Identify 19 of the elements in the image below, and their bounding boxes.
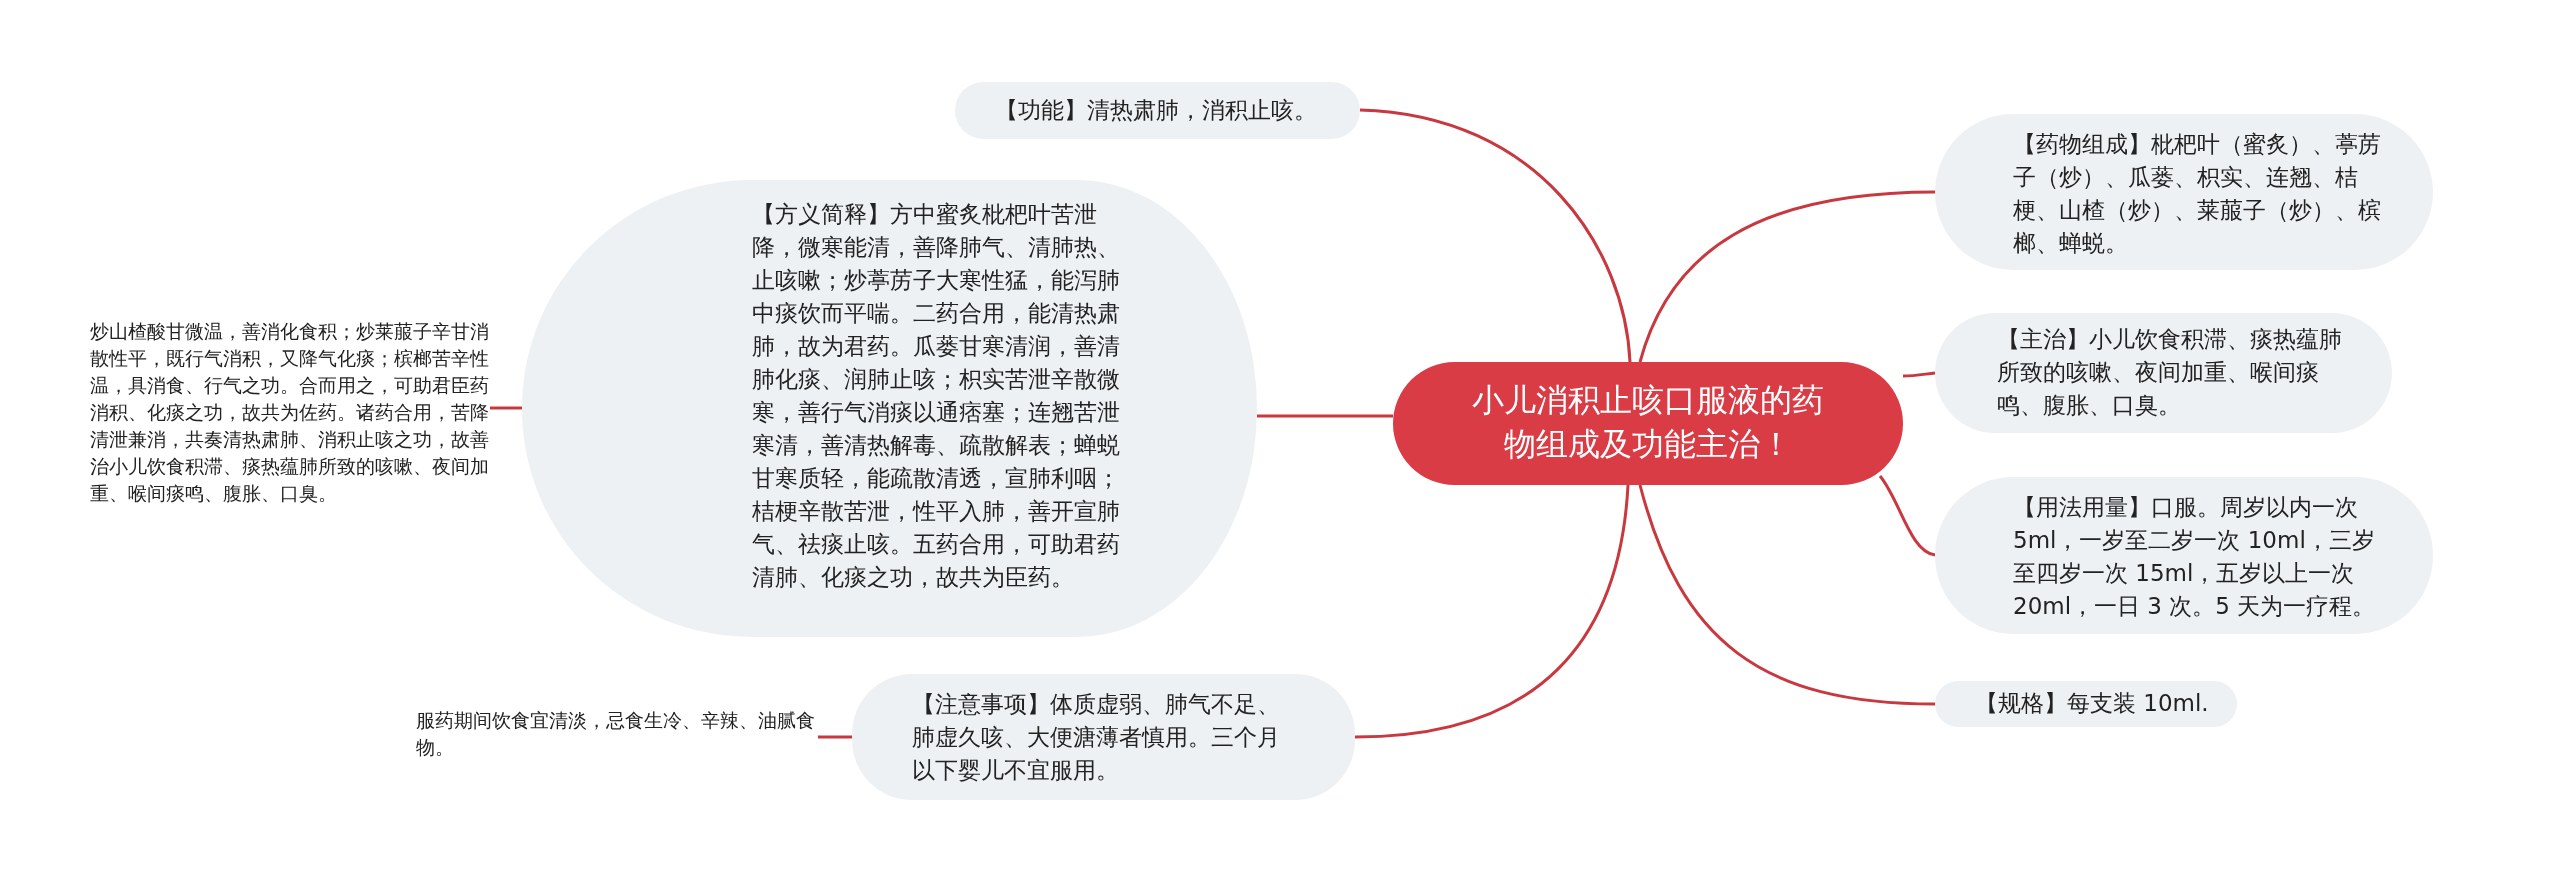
connector <box>1902 371 1936 378</box>
connector <box>1354 484 1630 739</box>
topic-box: 【药物组成】枇杷叶（蜜炙）、葶苈子（炒）、瓜蒌、枳实、连翘、桔梗、山楂（炒）、莱菔子（炒）、槟榔、蝉蜕。 <box>1935 114 2433 270</box>
connector <box>1359 108 1632 363</box>
note-text: 服药期间饮食宜清淡，忌食生冷、辛辣、油腻食物。 <box>416 707 816 763</box>
connector <box>1638 190 1936 363</box>
topic-box: 【功能】清热肃肺，消积止咳。 <box>955 82 1360 139</box>
connector <box>1257 414 1393 418</box>
connector <box>1878 475 1936 557</box>
topic-box: 【用法用量】口服。周岁以内一次 5ml，一岁至二岁一次 10ml，三岁至四岁一次 15ml，五岁以上一次 20ml，一日 3 次。5 天为一疗程。 <box>1935 477 2433 634</box>
topic-box: 【规格】每支装 10ml. <box>1935 681 2237 727</box>
topic-box: 【注意事项】体质虚弱、肺气不足、肺虚久咳、大便溏薄者慎用。三个月以下婴儿不宜服用。 <box>852 674 1355 800</box>
topic-box: 【主治】小儿饮食积滞、痰热蕴肺所致的咳嗽、夜间加重、喉间痰鸣、腹胀、口臭。 <box>1935 313 2392 433</box>
connector <box>1638 484 1936 706</box>
connector <box>490 406 522 410</box>
central-topic: 小儿消积止咳口服液的药物组成及功能主治！ <box>1393 362 1903 485</box>
topic-box: 【方义简释】方中蜜炙枇杷叶苦泄降，微寒能清，善降肺气、清肺热、止咳嗽；炒葶苈子大寒性猛，能泻肺中痰饮而平喘。二药合用，能清热肃肺，故为君药。瓜蒌甘寒清润，善清肺化痰、润肺止咳；枳实苦泄辛散微寒，善行气消痰以通痞塞；连翘苦泄寒清，善清热解毒、疏散解表；蝉蜕甘寒质轻，能疏散清透，宣肺利咽；桔梗辛散苦泄，性平入肺，善开宣肺气、祛痰止咳。五药合用，可助君药清肺、化痰之功，故共为臣药。 <box>522 180 1257 637</box>
note-text: 炒山楂酸甘微温，善消化食积；炒莱菔子辛甘消散性平，既行气消积，又降气化痰；槟榔苦辛性温，具消食、行气之功。合而用之，可助君臣药消积、化痰之功，故共为佐药。诸药合用，苦降清泄兼消，共奏清热肃肺、消积止咳之功，故善治小儿饮食积滞、痰热蕴肺所致的咳嗽、夜间加重、喉间痰鸣、腹胀、口臭。 <box>90 318 490 507</box>
connector <box>818 735 852 739</box>
